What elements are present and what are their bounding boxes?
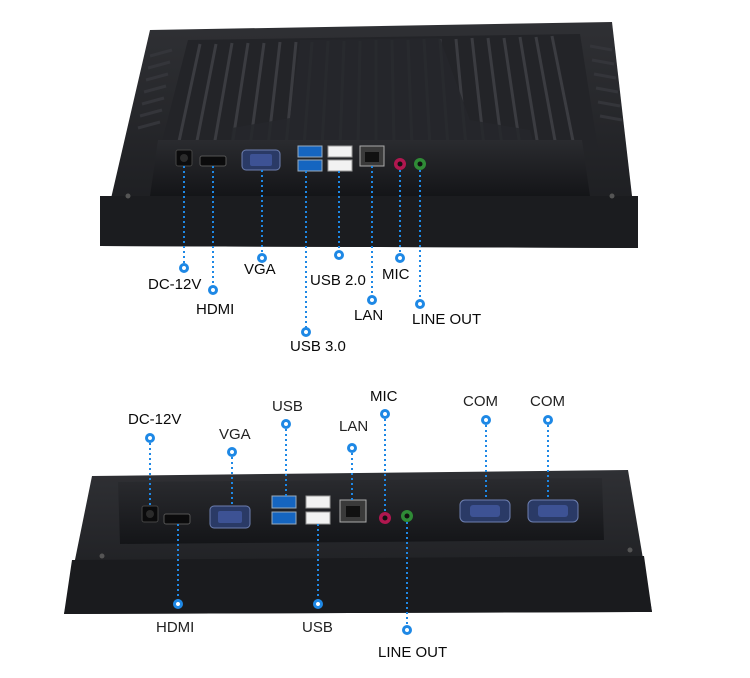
label-usb3-top: USB 3.0	[290, 338, 346, 355]
label-mic-bottom: MIC	[370, 388, 398, 405]
usb-port-bottom-d	[305, 511, 331, 525]
label-dc-12v-top: DC-12V	[148, 276, 202, 293]
label-hdmi-top: HDMI	[196, 301, 235, 318]
label-lan-bottom: LAN	[339, 418, 369, 435]
label-lineout-bottom: LINE OUT	[378, 644, 448, 661]
hdmi-port-top	[199, 155, 227, 167]
usb2-port-top-a	[327, 145, 353, 158]
usb3-port-top-a	[297, 145, 323, 158]
usb2-port-top-b	[327, 159, 353, 172]
top-device	[100, 22, 638, 248]
usb-port-bottom-a	[271, 495, 297, 509]
label-dc-12v-bottom: DC-12V	[128, 411, 182, 428]
label-usb2-top: USB 2.0	[310, 272, 366, 289]
label-usb-top-bottom: USB	[272, 398, 303, 415]
heatsink-plate	[230, 38, 535, 148]
label-com-1: COM	[463, 393, 498, 410]
bottom-device	[64, 470, 652, 614]
callout-lines	[149, 166, 549, 630]
label-com-2: COM	[530, 393, 565, 410]
hdmi-port-bottom	[163, 513, 191, 525]
label-hdmi-bottom: HDMI	[156, 619, 195, 636]
label-vga-top: VGA	[244, 261, 276, 278]
usb-port-bottom-c	[305, 495, 331, 509]
label-usb-bottom: USB	[302, 619, 333, 636]
top-ports	[175, 145, 426, 172]
label-lineout-top: LINE OUT	[412, 311, 482, 328]
callout-dots	[145, 250, 553, 635]
usb3-port-top-b	[297, 159, 323, 172]
label-lan-top: LAN	[354, 307, 384, 324]
label-mic-top: MIC	[382, 266, 410, 283]
label-vga-bottom: VGA	[219, 426, 251, 443]
usb-port-bottom-b	[271, 511, 297, 525]
bottom-ports	[141, 495, 579, 529]
